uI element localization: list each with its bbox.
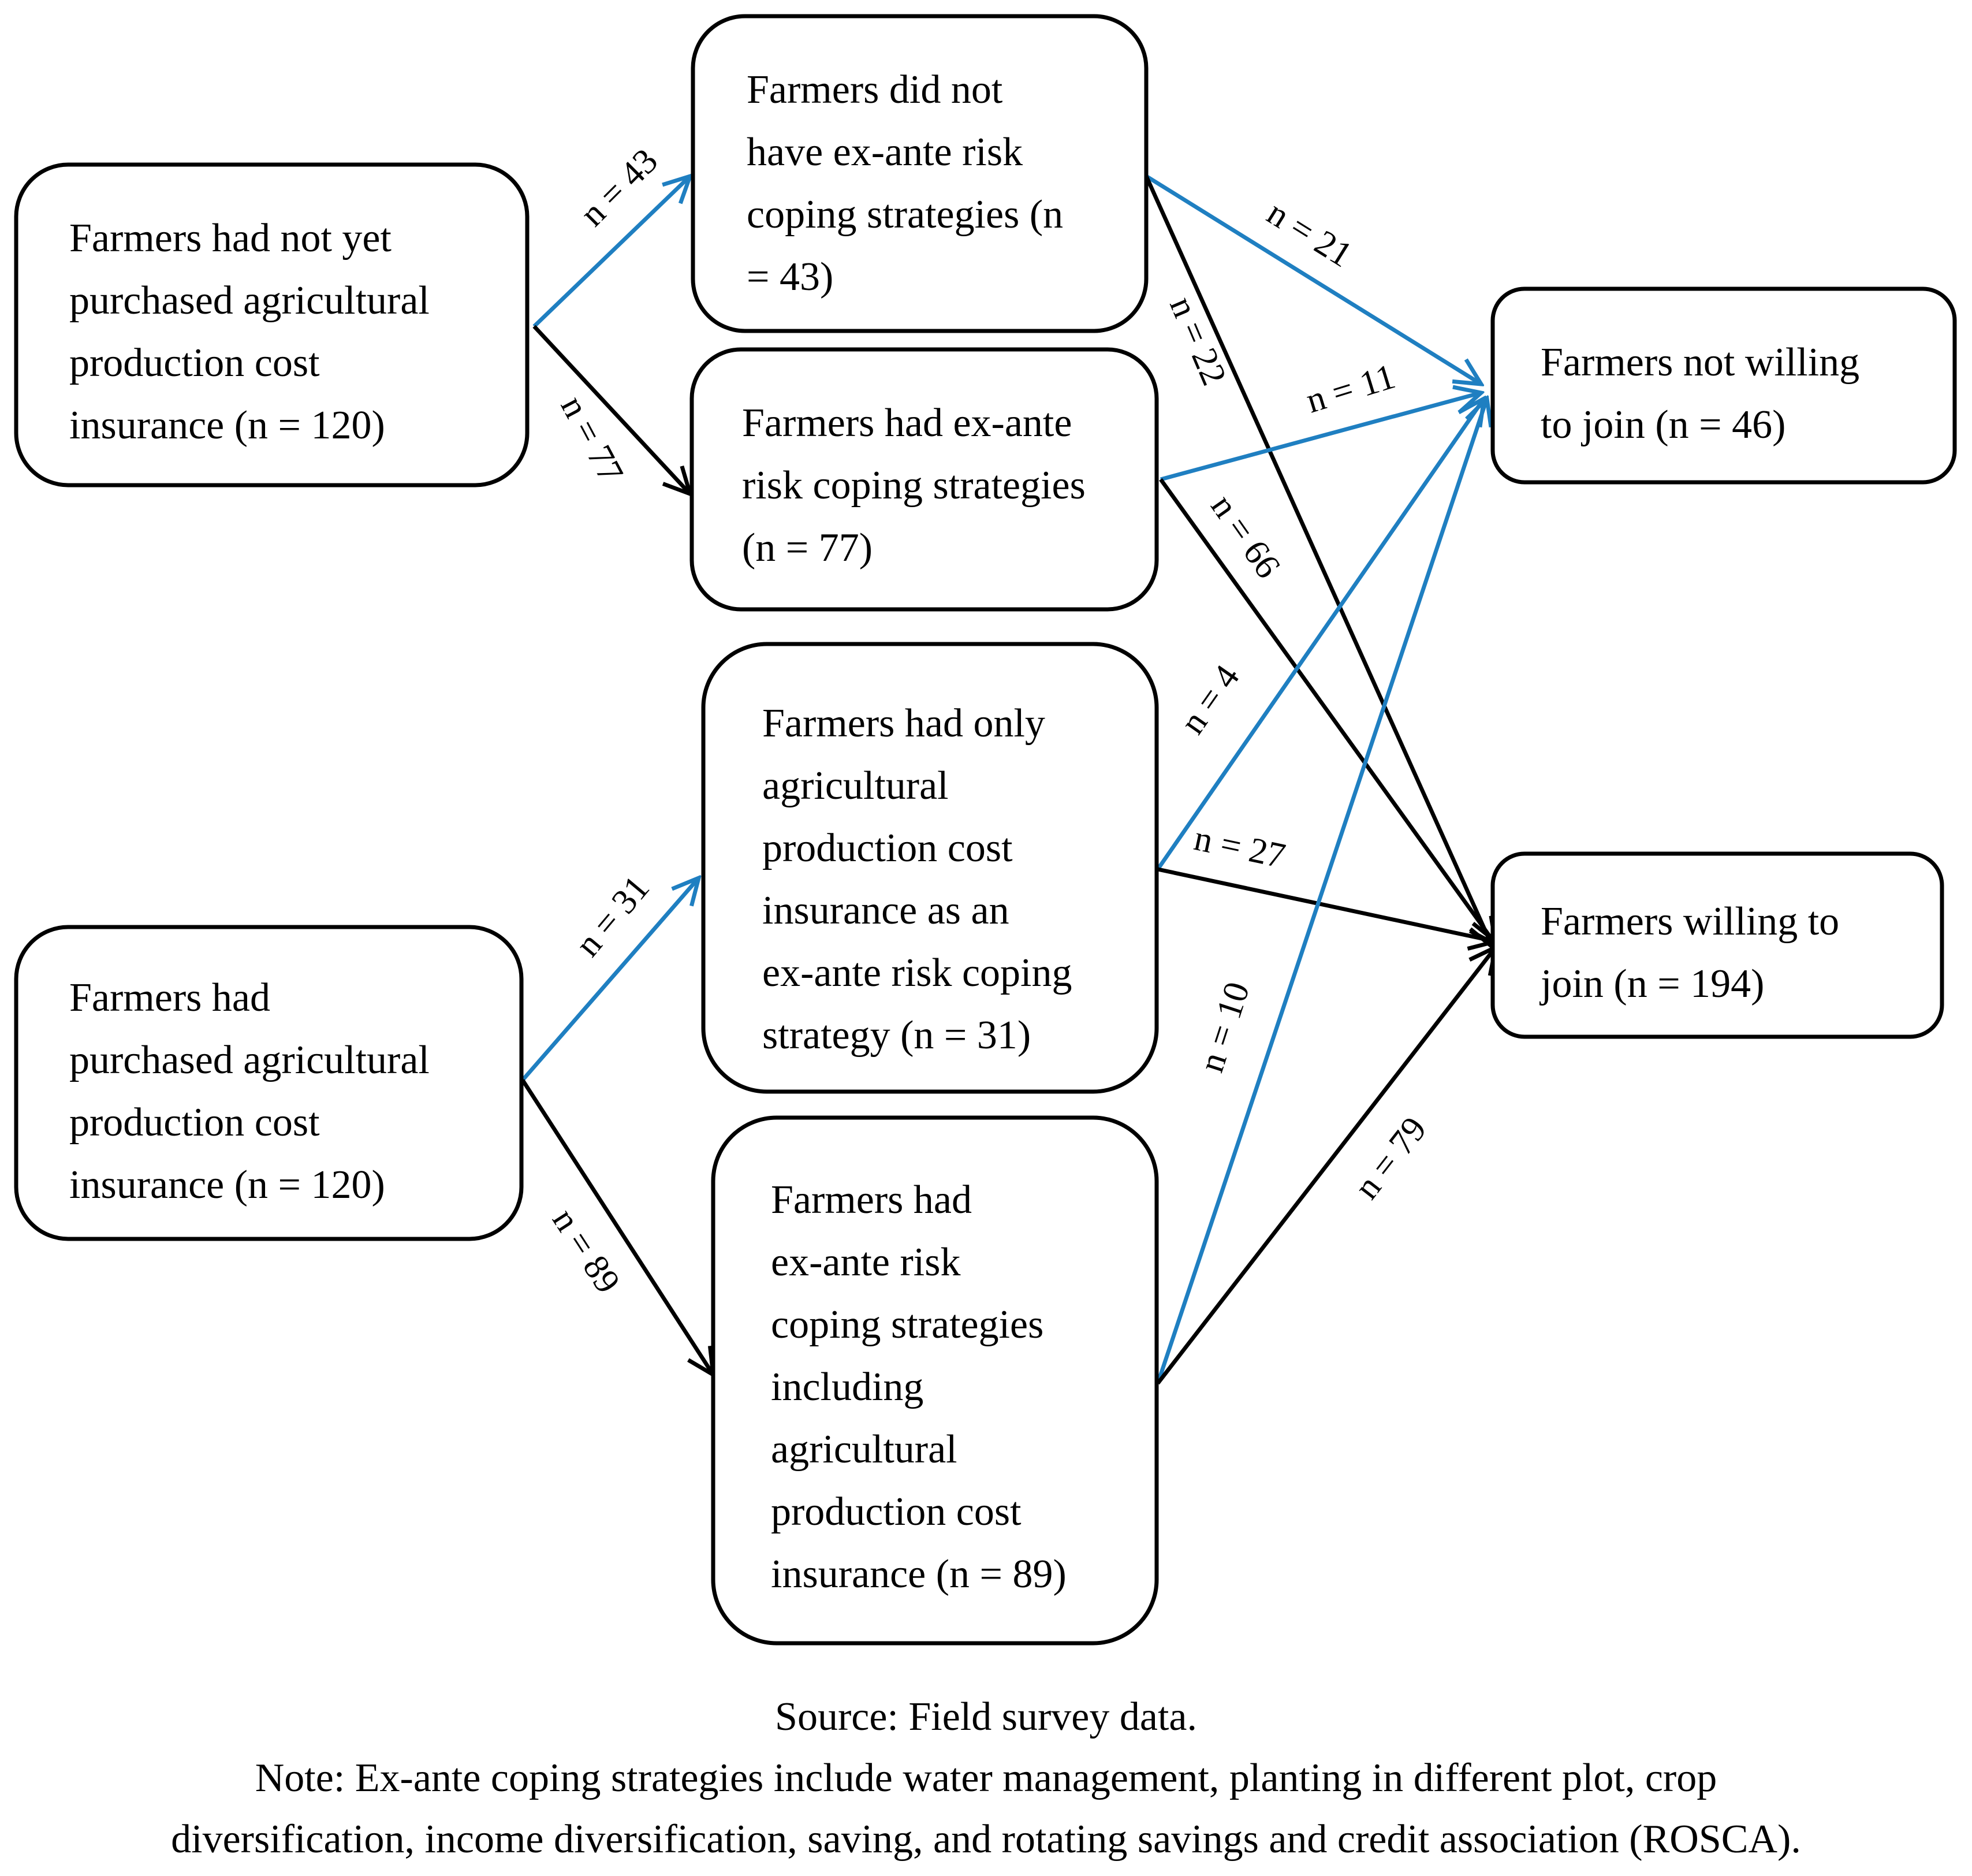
node-line: to join (n = 46) [1541, 403, 1785, 447]
edge-purchased-to-exante-incl-insurance [521, 1079, 713, 1375]
node-line: coping strategies (n [747, 192, 1063, 237]
node-line: production cost [69, 1100, 320, 1145]
edge-no-exante-to-not-willing [1145, 174, 1481, 384]
node-line: Farmers willing to [1541, 899, 1839, 944]
edge-label-22: n = 22 [1162, 291, 1234, 391]
node-not-purchased: Farmers had not yet purchased agricultur… [14, 162, 530, 487]
node-line: = 43) [747, 255, 833, 299]
node-willing: Farmers willing to join (n = 194) [1490, 851, 1944, 1039]
node-line: ex-ante risk coping [762, 951, 1072, 995]
node-line: agricultural [771, 1427, 957, 1472]
node-line: Farmers did not [747, 68, 1003, 112]
edge-label-21: n = 21 [1261, 193, 1359, 275]
node-line: including [771, 1365, 923, 1409]
edge-had-exante-to-willing [1159, 478, 1496, 944]
edge-label-10: n = 10 [1192, 977, 1258, 1077]
edge-label-43: n = 43 [573, 141, 665, 233]
node-line: production cost [762, 826, 1013, 870]
node-exante-incl-insurance: Farmers had ex-ante risk coping strategi… [711, 1115, 1159, 1646]
node-line: agricultural [762, 764, 949, 808]
edge-only-insurance-to-willing [1157, 867, 1496, 941]
edge-only-insurance-to-not-willing [1156, 399, 1484, 870]
edge-label-77: n = 77 [553, 390, 631, 489]
node-line: ex-ante risk [771, 1240, 960, 1285]
node-line: insurance (n = 89) [771, 1552, 1067, 1596]
flow-diagram: n = 43 n = 77 n = 31 n = 89 n = 21 n = 2… [14, 14, 1957, 1646]
node-line: insurance (n = 120) [69, 1163, 385, 1207]
node-line: Farmers had [69, 976, 270, 1020]
edge-exante-incl-to-not-willing [1155, 399, 1487, 1384]
node-line: (n = 77) [742, 526, 873, 570]
edge-label-11: n = 11 [1302, 357, 1400, 421]
edge-label-4: n = 4 [1173, 658, 1247, 741]
node-line: insurance as an [762, 888, 1009, 933]
node-line: join (n = 194) [1539, 962, 1765, 1006]
node-line: strategy (n = 31) [762, 1013, 1031, 1058]
caption-source: Source: Field survey data. [775, 1695, 1197, 1739]
node-line: purchased agricultural [69, 1038, 430, 1082]
node-line: risk coping strategies [742, 463, 1086, 508]
node-had-exante: Farmers had ex-ante risk coping strategi… [689, 347, 1159, 612]
node-line: production cost [771, 1490, 1022, 1534]
node-line: Farmers had [771, 1178, 972, 1222]
edge-label-31: n = 31 [568, 869, 657, 964]
caption-note-line-2: diversification, income diversification,… [171, 1817, 1801, 1862]
node-line: purchased agricultural [69, 278, 430, 323]
edge-exante-incl-to-willing [1156, 947, 1496, 1385]
edge-no-exante-to-willing [1144, 175, 1493, 947]
node-line: have ex-ante risk [747, 130, 1023, 174]
edge-not-purchased-to-no-exante [532, 176, 690, 328]
node-line: Farmers not willing [1541, 340, 1859, 385]
node-purchased: Farmers had purchased agricultural produ… [14, 925, 524, 1241]
node-not-willing: Farmers not willing to join (n = 46) [1490, 286, 1957, 485]
node-line: Farmers had only [762, 701, 1045, 746]
edge-label-66: n = 66 [1203, 487, 1288, 585]
caption-note-line-1: Note: Ex-ante coping strategies include … [255, 1756, 1717, 1800]
edge-not-purchased-to-had-exante [532, 325, 690, 494]
node-line: Farmers had not yet [69, 216, 392, 260]
edge-label-89: n = 89 [545, 1202, 628, 1300]
node-line: Farmers had ex-ante [742, 401, 1072, 445]
edge-purchased-to-only-insurance [521, 878, 699, 1082]
edges [521, 174, 1496, 1385]
node-line: production cost [69, 341, 320, 385]
node-line: coping strategies [771, 1302, 1043, 1347]
node-line: insurance (n = 120) [69, 403, 385, 448]
node-only-insurance: Farmers had only agricultural production… [701, 642, 1159, 1094]
node-no-exante: Farmers did not have ex-ante risk coping… [691, 14, 1149, 333]
edge-had-exante-to-not-willing [1160, 393, 1481, 482]
edge-label-27: n = 27 [1191, 818, 1289, 876]
